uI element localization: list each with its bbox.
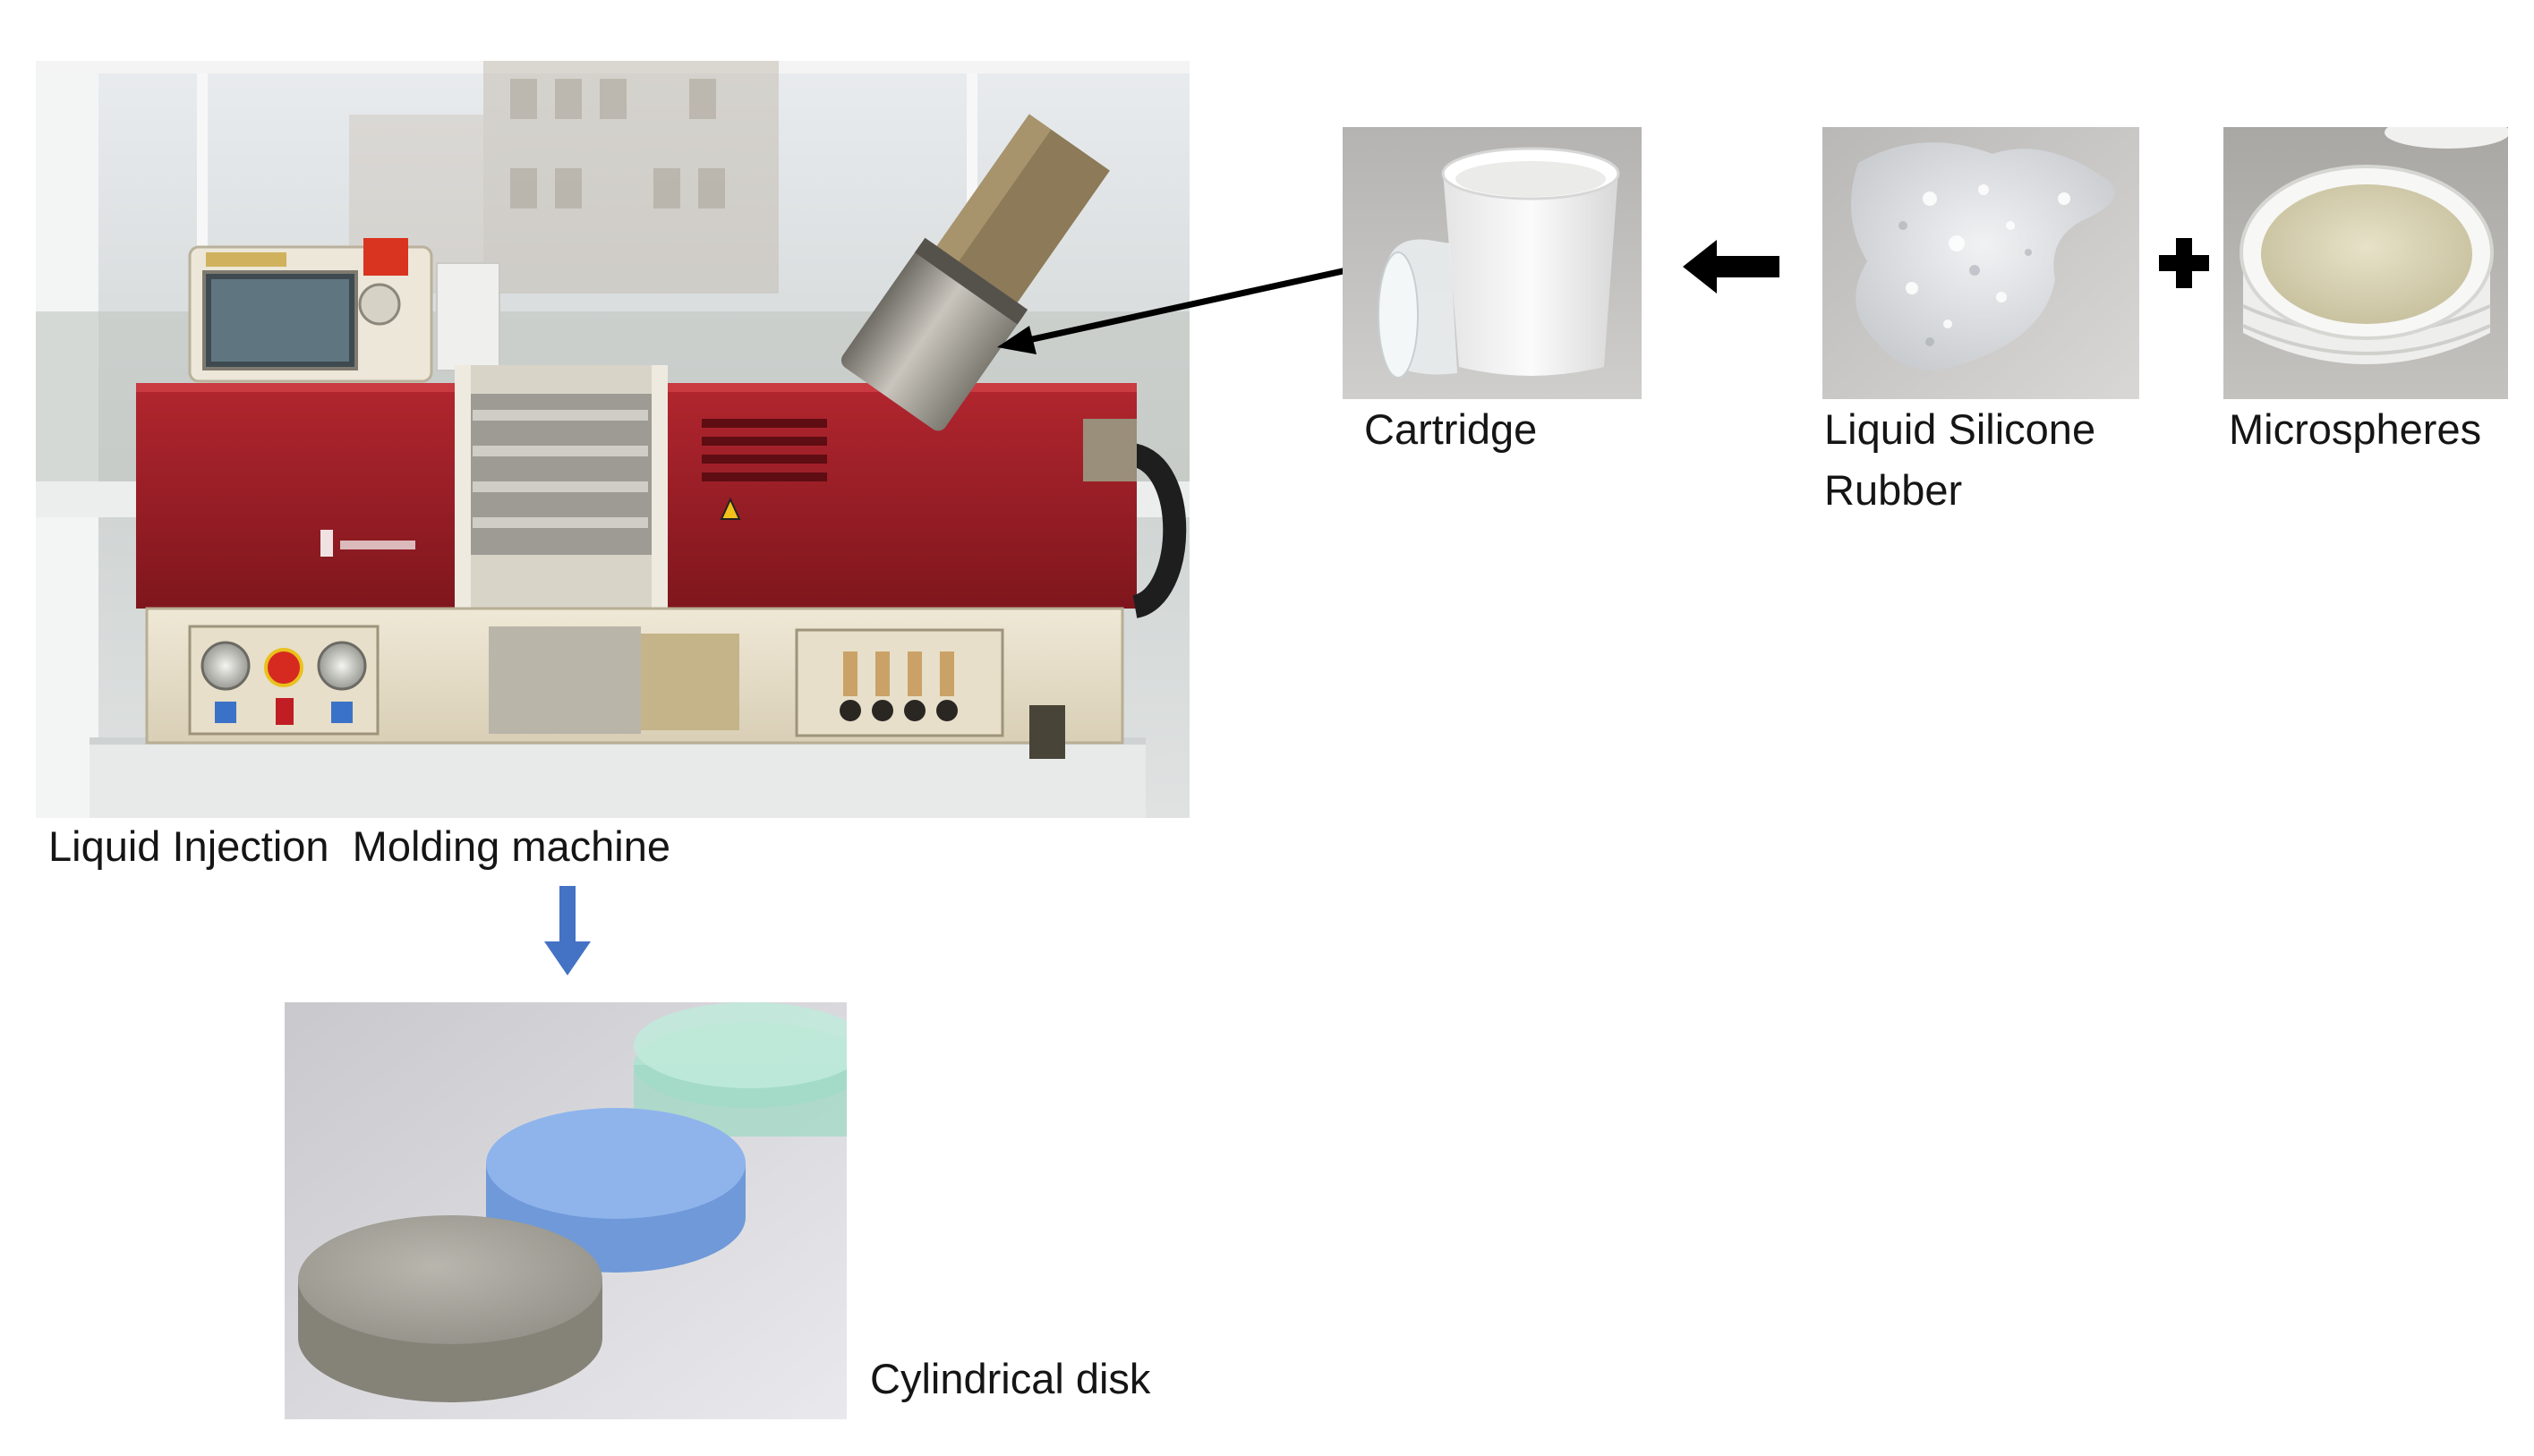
microspheres-photo — [2223, 127, 2508, 399]
injection-molding-machine-photo — [36, 61, 1190, 818]
liquid-silicone-label-line2: Rubber — [1824, 466, 1963, 514]
liquid-silicone-label-line1: Liquid Silicone — [1824, 405, 2096, 453]
microspheres-label: Microspheres — [2229, 405, 2482, 453]
cylindrical-disk-photo — [285, 1002, 847, 1419]
left-arrow — [1683, 238, 1781, 295]
cartridge-label: Cartridge — [1364, 405, 1538, 453]
machine-label: Liquid Injection Molding machine — [48, 822, 670, 870]
cartridge-photo — [1343, 127, 1642, 399]
disk-label: Cylindrical disk — [870, 1355, 1151, 1402]
plus-sign — [2157, 236, 2211, 290]
down-arrow — [541, 886, 594, 977]
cartridge-to-machine-arrow — [994, 251, 1396, 358]
liquid-silicone-rubber-photo — [1822, 127, 2139, 399]
